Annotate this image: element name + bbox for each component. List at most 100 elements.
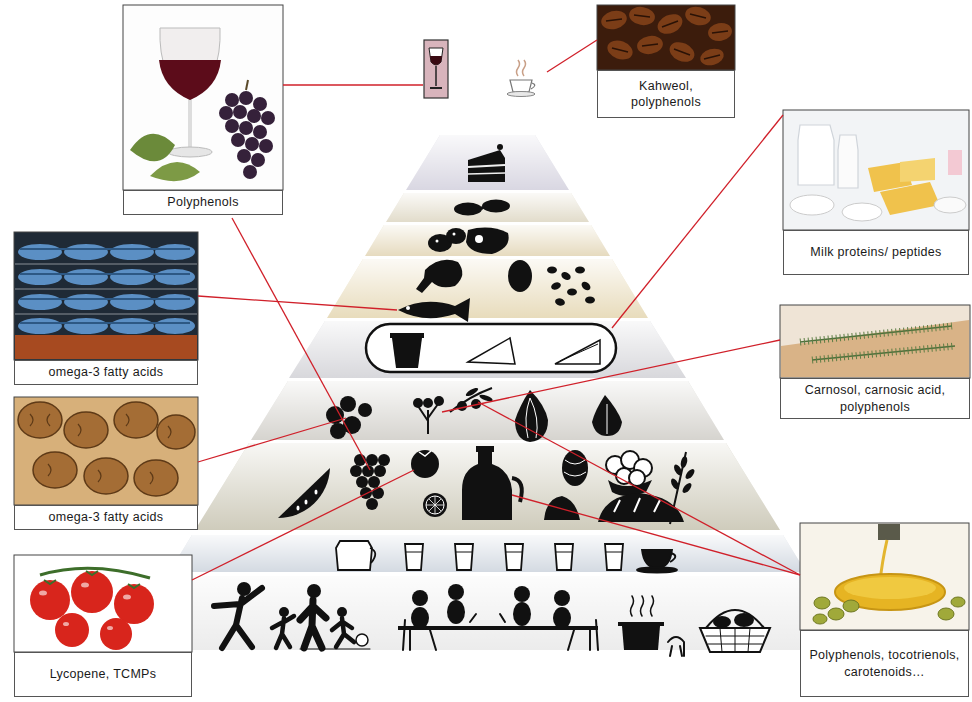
water-icon [605,544,623,570]
pyramid-band [251,381,724,440]
photo [18,269,62,285]
pyramid-band [251,381,724,440]
photo [160,28,220,100]
lifestyle-silhouette [631,596,654,616]
photo [900,158,935,182]
food-icon [372,487,384,499]
food-icon [515,390,548,442]
photo [251,153,265,167]
photo [30,571,154,650]
lifestyle-silhouette [700,628,770,652]
photo [219,91,275,179]
food-icon [428,144,510,254]
food-icon [575,267,585,274]
photo [14,397,198,505]
photo [18,244,62,260]
food-icon [360,487,372,499]
lifestyle-silhouette [713,616,731,628]
photo [812,346,955,360]
photo [150,162,200,181]
food-icon [356,476,368,488]
food-icon [426,496,444,514]
lifestyle-silhouette [411,607,429,629]
coffee-icon [531,83,535,89]
photo [813,614,827,624]
lifestyle-silhouette [337,607,347,617]
photo [64,318,108,334]
food-icon [278,468,330,518]
photo [14,555,192,652]
food-icon [423,493,447,517]
photo [798,125,834,185]
dairy-icon [468,338,515,364]
photo [780,305,970,378]
food-icon [614,498,660,512]
photo [239,121,253,135]
photo [219,106,233,120]
photo [123,5,283,190]
food-icon [366,454,378,466]
leader-line [192,40,800,580]
pyramid-band [365,225,610,256]
photo [155,294,195,310]
photo [225,119,239,133]
leader-line [442,340,780,412]
photo [155,244,195,260]
leader-line [198,418,346,462]
food-icon [629,470,645,486]
dairy-icon [555,340,600,364]
food-icon [411,450,439,478]
photo [597,5,735,70]
leader-line [232,218,370,470]
lifestyle-silhouette [553,607,571,629]
dairy-icon [392,338,422,368]
wine-icon [430,56,442,65]
food-icon [497,144,503,150]
wine-icon [430,87,442,89]
leader-line [547,40,597,72]
dairy-icon [560,344,598,361]
photo [33,452,77,488]
lifestyle-silhouette [448,584,464,600]
photo [247,109,261,123]
food-icon [544,496,580,520]
photo [934,197,966,213]
photo [30,580,70,620]
pyramid-band [386,193,589,222]
lifestyle-silhouette [279,607,289,617]
food-icon [416,260,462,293]
lifestyle-silhouette [332,618,354,647]
photo [880,182,940,215]
caption-box: omega-3 fatty acids [14,360,198,385]
food-icon [562,450,588,486]
photo [110,318,154,334]
caption-text: Carnosol, carnosic acid, polyphenols [786,382,964,415]
photo [842,203,882,221]
food-icon [580,280,592,292]
photo [123,5,283,190]
photo [800,326,952,342]
food-icon [550,281,562,291]
photo [114,402,158,438]
coffee-icon [510,80,532,92]
water-icon [637,568,677,573]
photo [233,105,247,119]
photo [878,524,900,540]
photo [64,412,108,448]
photo [155,269,195,285]
caption-box: Lycopene, TCMPs [14,652,192,697]
photo [814,597,830,609]
leader-line [283,84,423,85]
photo [237,149,251,163]
wine-icon [435,66,437,86]
food-icon [326,386,622,442]
photo [838,135,858,188]
caption-box: Kahweol, polyphenols [597,70,735,118]
food-icon [368,476,380,488]
photo [253,97,267,111]
food-icon [426,496,444,514]
food-icon [585,297,595,304]
caption-text: Lycopene, TCMPs [50,666,157,682]
